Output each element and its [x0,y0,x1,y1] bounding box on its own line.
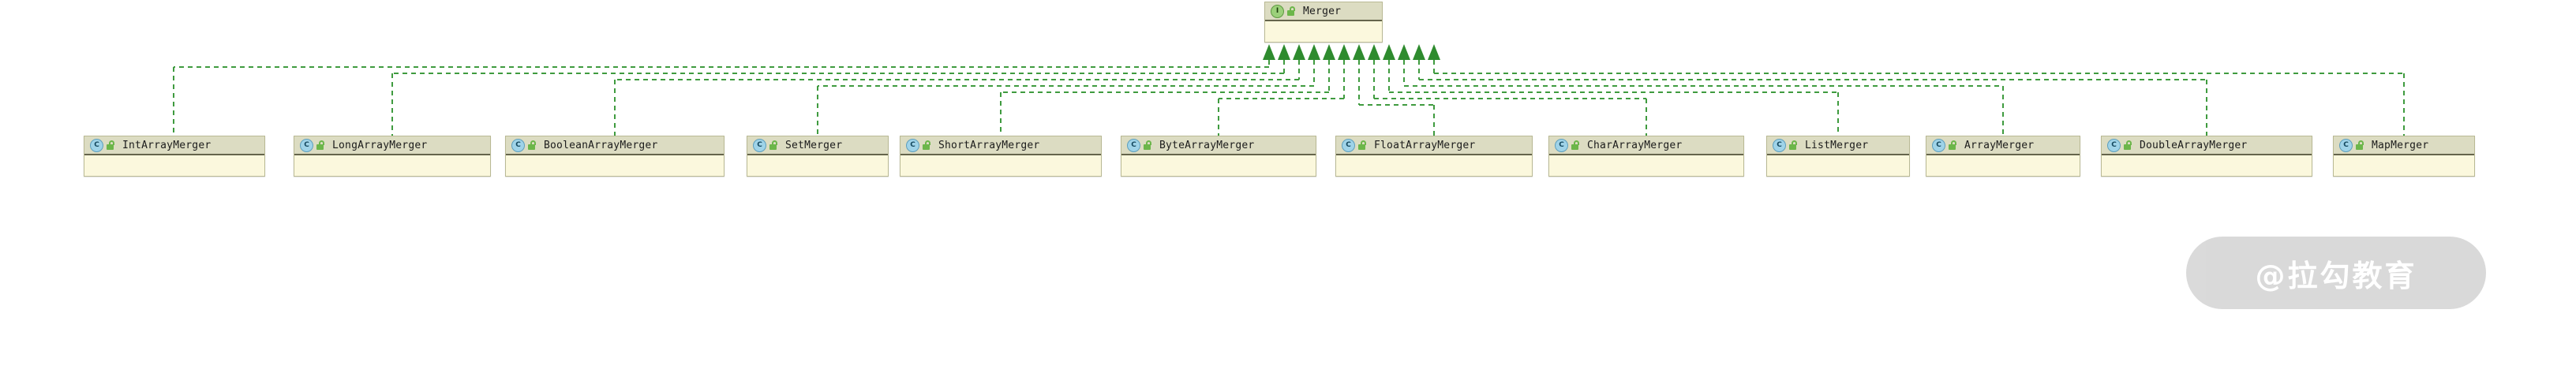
realization-arrowhead [1428,44,1440,60]
class-icon: C [300,138,313,152]
class-icon: C [90,138,103,152]
uml-node-members-compartment [294,155,490,176]
uml-node-title: ShortArrayMerger [938,139,1040,151]
realization-arrowhead [1293,44,1305,60]
uml-node-title: IntArrayMerger [122,139,212,151]
uml-node-members-compartment [1926,155,2080,176]
uml-node-title: Merger [1303,5,1342,17]
uml-node-header: C CharArrayMerger [1549,136,1743,155]
realization-arrowhead [1383,44,1395,60]
class-icon: C [2339,138,2353,152]
public-unlocked-padlock-icon [1144,140,1152,150]
uml-node-header: C DoubleArrayMerger [2102,136,2312,155]
uml-node-setmerger[interactable]: C SetMerger [747,136,889,177]
uml-node-title: ArrayMerger [1964,139,2035,151]
realization-arrowhead [1413,44,1425,60]
class-icon: C [1773,138,1786,152]
public-unlocked-padlock-icon [1949,140,1957,150]
class-icon: C [753,138,766,152]
uml-node-header: C BooleanArrayMerger [506,136,724,155]
realization-arrowhead [1308,44,1320,60]
uml-node-header: C MapMerger [2334,136,2474,155]
uml-node-title: FloatArrayMerger [1374,139,1476,151]
uml-node-members-compartment [1121,155,1316,176]
uml-node-members-compartment [747,155,888,176]
uml-node-title: BooleanArrayMerger [544,139,658,151]
uml-node-title: SetMerger [785,139,843,151]
uml-node-listmerger[interactable]: C ListMerger [1766,136,1910,177]
uml-node-header: C ListMerger [1767,136,1909,155]
uml-node-members-compartment [506,155,724,176]
uml-node-members-compartment [1265,21,1382,42]
public-unlocked-padlock-icon [1287,6,1296,16]
public-unlocked-padlock-icon [1358,140,1367,150]
realization-arrowhead [1323,44,1335,60]
interface-icon: I [1271,4,1284,18]
realization-arrowhead [1263,44,1275,60]
uml-node-header: C LongArrayMerger [294,136,490,155]
realization-arrowhead [1353,44,1365,60]
class-icon: C [1555,138,1568,152]
public-unlocked-padlock-icon [528,140,537,150]
class-icon: C [1932,138,1945,152]
uml-node-header: C ArrayMerger [1926,136,2080,155]
uml-node-members-compartment [84,155,264,176]
uml-node-doublearraymerger[interactable]: C DoubleArrayMerger [2101,136,2312,177]
uml-node-members-compartment [1336,155,1532,176]
public-unlocked-padlock-icon [923,140,931,150]
watermark-text: @拉勾教育 [2255,258,2417,293]
uml-node-arraymerger[interactable]: C ArrayMerger [1926,136,2080,177]
public-unlocked-padlock-icon [2124,140,2132,150]
uml-node-intarraymerger[interactable]: C IntArrayMerger [84,136,265,177]
public-unlocked-padlock-icon [316,140,325,150]
uml-node-members-compartment [1767,155,1909,176]
realization-arrowhead [1338,44,1350,60]
public-unlocked-padlock-icon [1571,140,1580,150]
uml-node-header: I Merger [1265,2,1382,21]
public-unlocked-padlock-icon [769,140,778,150]
uml-node-booleanarraymerger[interactable]: C BooleanArrayMerger [505,136,724,177]
uml-node-title: ByteArrayMerger [1159,139,1255,151]
class-icon: C [511,138,525,152]
uml-node-header: C ShortArrayMerger [900,136,1101,155]
realization-arrowhead [1398,44,1410,60]
uml-node-members-compartment [2334,155,2474,176]
class-icon: C [1127,138,1140,152]
uml-node-header: C SetMerger [747,136,888,155]
uml-node-header: C ByteArrayMerger [1121,136,1316,155]
uml-node-members-compartment [1549,155,1743,176]
class-icon: C [2107,138,2121,152]
uml-node-mapmerger[interactable]: C MapMerger [2333,136,2475,177]
uml-node-title: CharArrayMerger [1587,139,1683,151]
uml-node-header: C FloatArrayMerger [1336,136,1532,155]
uml-node-longarraymerger[interactable]: C LongArrayMerger [294,136,491,177]
uml-node-floatarraymerger[interactable]: C FloatArrayMerger [1335,136,1533,177]
public-unlocked-padlock-icon [107,140,115,150]
uml-node-title: LongArrayMerger [332,139,428,151]
class-icon: C [906,138,919,152]
public-unlocked-padlock-icon [1789,140,1798,150]
uml-node-members-compartment [900,155,1101,176]
uml-node-title: DoubleArrayMerger [2140,139,2248,151]
uml-node-title: MapMerger [2372,139,2429,151]
uml-node-merger[interactable]: I Merger [1264,2,1383,43]
uml-node-bytearraymerger[interactable]: C ByteArrayMerger [1121,136,1316,177]
realization-arrowhead [1278,44,1290,60]
class-icon: C [1342,138,1355,152]
uml-node-members-compartment [2102,155,2312,176]
uml-node-header: C IntArrayMerger [84,136,264,155]
uml-node-shortarraymerger[interactable]: C ShortArrayMerger [900,136,1102,177]
uml-node-chararraymerger[interactable]: C CharArrayMerger [1548,136,1744,177]
uml-node-title: ListMerger [1805,139,1869,151]
watermark: @拉勾教育 [2186,237,2486,309]
public-unlocked-padlock-icon [2356,140,2364,150]
realization-arrowhead [1368,44,1380,60]
